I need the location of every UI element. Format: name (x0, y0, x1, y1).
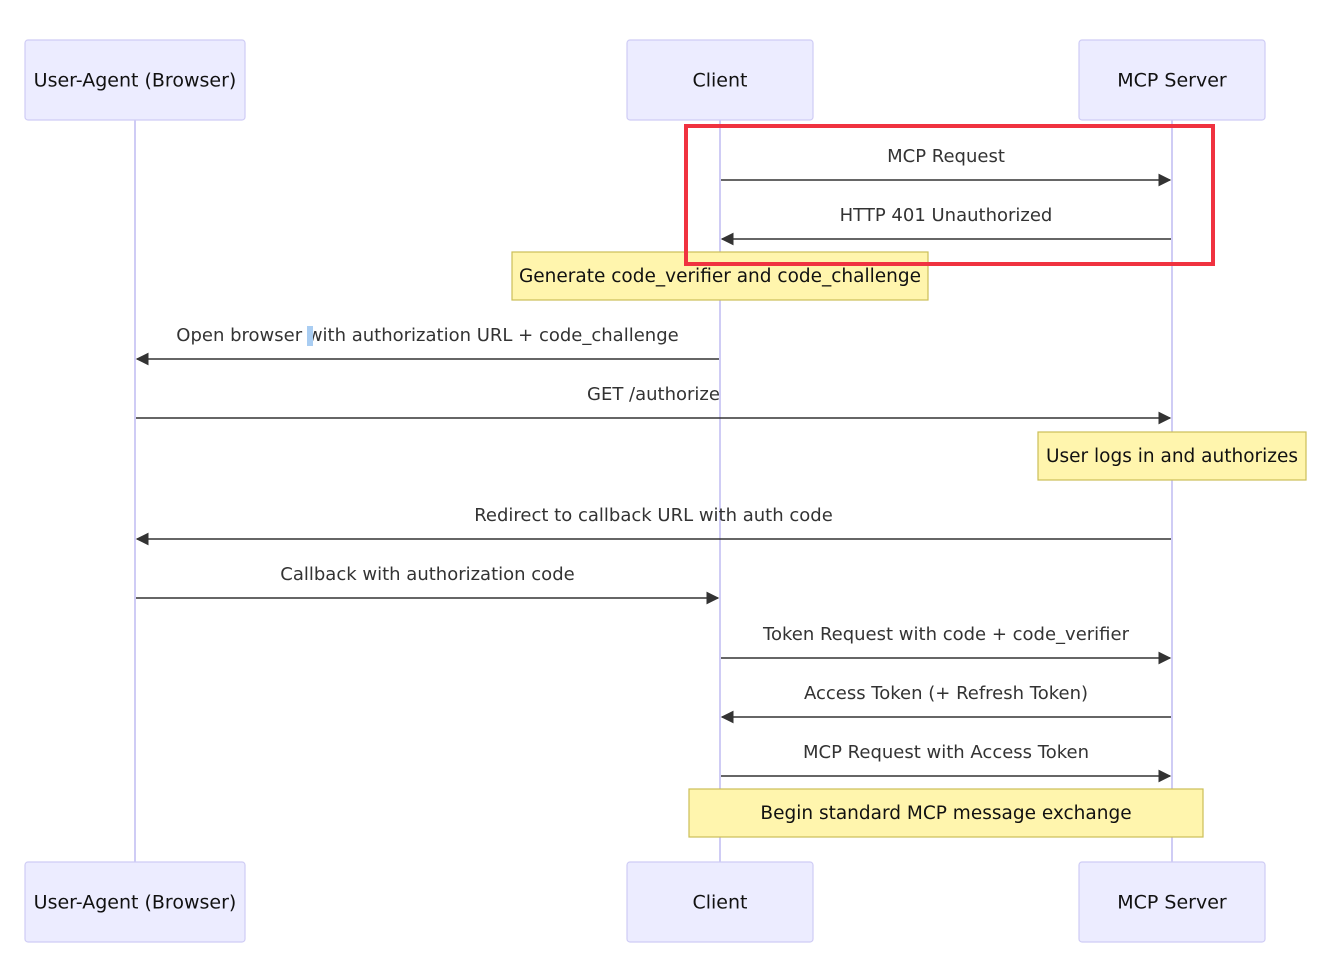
actor-label: User-Agent (Browser) (34, 70, 237, 92)
note-5: User logs in and authorizes (1037, 431, 1307, 481)
actors: User-Agent (Browser) User-Agent (Browser)… (24, 39, 1266, 943)
message-6: Redirect to callback URL with auth code (135, 505, 1171, 546)
highlight-box (684, 124, 1215, 266)
message-label: MCP Request (887, 146, 1005, 167)
note-box (511, 251, 929, 301)
message-label: Token Request with code + code_verifier (762, 624, 1130, 645)
actor-box (24, 861, 246, 943)
message-label: Redirect to callback URL with auth code (474, 505, 833, 526)
actor-client-top: Client (626, 39, 814, 121)
actor-label: MCP Server (1117, 70, 1227, 92)
actor-box (1078, 39, 1266, 121)
overlay (307, 124, 1215, 346)
message-label: MCP Request with Access Token (803, 742, 1089, 763)
actor-user-agent-bottom: User-Agent (Browser) (24, 861, 246, 943)
message-0: MCP Request (721, 146, 1172, 187)
actor-box (24, 39, 246, 121)
actor-box (626, 39, 814, 121)
actor-client-bottom: Client (626, 861, 814, 943)
message-10: MCP Request with Access Token (721, 742, 1172, 783)
actor-box (1078, 861, 1266, 943)
message-label: Open browser with authorization URL + co… (176, 325, 678, 346)
note-box (1037, 431, 1307, 481)
text-cursor-mark (307, 326, 313, 346)
actor-mcp-server-top: MCP Server (1078, 39, 1266, 121)
message-7: Callback with authorization code (136, 564, 720, 605)
note-label: Generate code_verifier and code_challeng… (519, 266, 921, 287)
actor-label: Client (692, 70, 747, 92)
actor-user-agent-top: User-Agent (Browser) (24, 39, 246, 121)
note-label: Begin standard MCP message exchange (760, 803, 1131, 824)
note-2: Generate code_verifier and code_challeng… (511, 251, 929, 301)
note-box (688, 788, 1204, 838)
message-label: Access Token (+ Refresh Token) (804, 683, 1088, 704)
message-9: Access Token (+ Refresh Token) (720, 683, 1171, 724)
message-3: Open browser with authorization URL + co… (135, 325, 719, 366)
message-label: GET /authorize (587, 384, 720, 405)
actor-label: MCP Server (1117, 892, 1227, 914)
note-11: Begin standard MCP message exchange (688, 788, 1204, 838)
note-label: User logs in and authorizes (1046, 446, 1298, 467)
message-1: HTTP 401 Unauthorized (720, 205, 1171, 246)
actor-label: User-Agent (Browser) (34, 892, 237, 914)
message-label: Callback with authorization code (280, 564, 574, 585)
actor-box (626, 861, 814, 943)
message-4: GET /authorize (136, 384, 1172, 425)
actor-label: Client (692, 892, 747, 914)
lifelines (134, 120, 1173, 862)
actor-mcp-server-bottom: MCP Server (1078, 861, 1266, 943)
message-label: HTTP 401 Unauthorized (840, 205, 1053, 226)
message-8: Token Request with code + code_verifier (721, 624, 1172, 665)
